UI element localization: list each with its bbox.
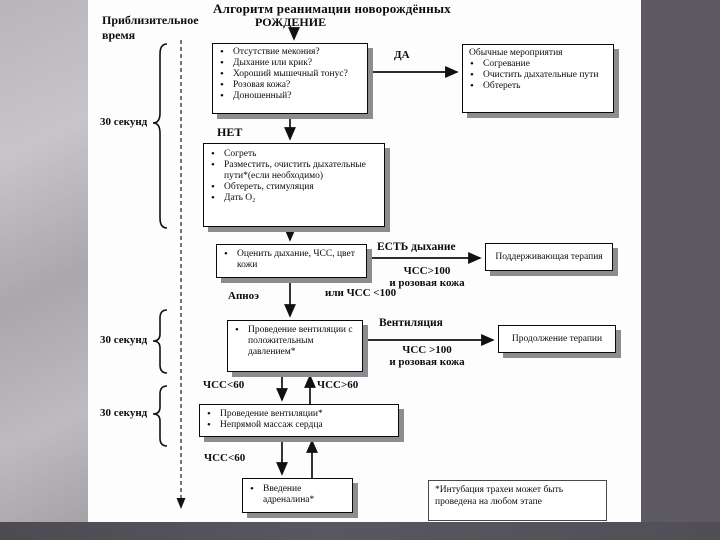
list-item: Непрямой массаж сердца xyxy=(204,420,394,431)
time-bracket-label-1: 30 секунд xyxy=(100,116,148,128)
ppv-box: Проведение вентиляции с положительным да… xyxy=(227,320,363,372)
list-item: Розовая кожа? xyxy=(217,80,363,91)
hr-gt100-mid-label: ЧСС >100 xyxy=(402,344,452,356)
hr-lt60-upper-label: ЧСС<60 xyxy=(203,379,245,391)
assessment-list: Отсутствие мекония? Дыхание или крик? Хо… xyxy=(217,47,363,102)
footnote-box: *Интубация трахеи может быть проведена н… xyxy=(428,480,607,521)
evaluate-box: Оценить дыхание, ЧСС, цвет кожи xyxy=(216,244,367,278)
list-item: Проведение вентиляции с положительным да… xyxy=(232,325,358,358)
supportive-care-box: Поддерживающая терапия xyxy=(485,243,613,271)
list-item: Разместить, очистить дыхательные пути*(е… xyxy=(208,160,380,182)
birth-label: РОЖДЕНИЕ xyxy=(255,15,327,29)
yes-label: ДА xyxy=(394,49,410,61)
time-bracket-label-2: 30 секунд xyxy=(100,334,148,346)
list-item: Обтереть, стимуляция xyxy=(208,182,380,193)
assessment-box: Отсутствие мекония? Дыхание или крик? Хо… xyxy=(212,43,368,114)
flowchart-connectors xyxy=(152,27,495,509)
background-left-panel xyxy=(0,0,88,522)
hr-lt60-lower-label: ЧСС<60 xyxy=(204,452,246,464)
has-breathing-label: ЕСТЬ дыхание xyxy=(377,241,456,253)
or-hr-lt100-label: или ЧСС <100 xyxy=(325,287,397,299)
initial-steps-list: Согреть Разместить, очистить дыхательные… xyxy=(208,149,380,204)
adrenaline-list: Введение адреналина* xyxy=(247,484,348,506)
pink-skin-top-label: и розовая кожа xyxy=(389,277,465,289)
apnea-label: Апноэ xyxy=(228,290,260,302)
time-brace-3 xyxy=(152,385,168,447)
compressions-list: Проведение вентиляции* Непрямой массаж с… xyxy=(204,409,394,431)
continued-care-box: Продолжение терапии xyxy=(498,325,616,353)
hr-gt60-label: ЧСС>60 xyxy=(317,379,359,391)
list-item: Дать О₂ xyxy=(208,193,380,204)
ventilation-label: Вентиляция xyxy=(379,317,443,329)
background-right-panel xyxy=(641,0,720,522)
compressions-box: Проведение вентиляции* Непрямой массаж с… xyxy=(199,404,399,437)
ppv-list: Проведение вентиляции с положительным да… xyxy=(232,325,358,358)
list-item: Проведение вентиляции* xyxy=(204,409,394,420)
list-item: Оценить дыхание, ЧСС, цвет кожи xyxy=(221,249,362,271)
adrenaline-box: Введение адреналина* xyxy=(242,478,353,513)
list-item: Отсутствие мекония? xyxy=(217,47,363,58)
list-item: Введение адреналина* xyxy=(247,484,348,506)
list-item: Доношенный? xyxy=(217,91,363,102)
list-item: Согреть xyxy=(208,149,380,160)
list-item: Очистить дыхательные пути xyxy=(467,70,609,81)
routine-care-header: Обычные мероприятия xyxy=(469,48,563,58)
footnote-text: *Интубация трахеи может быть проведена н… xyxy=(435,485,564,507)
list-item: Обтереть xyxy=(467,81,609,92)
routine-care-box: Обычные мероприятия Согревание Очистить … xyxy=(462,44,614,113)
supportive-care-text: Поддерживающая терапия xyxy=(495,251,603,262)
slide-title: Алгоритм реанимации новорождённых xyxy=(213,1,451,16)
approx-time-label: Приблизительное время xyxy=(102,13,199,42)
background-bottom-bar xyxy=(0,522,720,540)
no-label: НЕТ xyxy=(217,125,243,139)
evaluate-list: Оценить дыхание, ЧСС, цвет кожи xyxy=(221,249,362,271)
list-item: Хороший мышечный тонус? xyxy=(217,69,363,80)
time-brace-1 xyxy=(152,43,168,229)
time-bracket-label-3: 30 секунд xyxy=(100,407,148,419)
list-item: Дыхание или крик? xyxy=(217,58,363,69)
timeline-dashed-line xyxy=(176,40,186,509)
hr-gt100-top-label: ЧСС>100 xyxy=(403,265,451,277)
list-item: Согревание xyxy=(467,59,609,70)
pink-skin-mid-label: и розовая кожа xyxy=(389,356,465,368)
time-brace-2 xyxy=(152,309,168,374)
continued-care-text: Продолжение терапии xyxy=(511,333,603,344)
flowchart-slide: Алгоритм реанимации новорождённых Прибли… xyxy=(88,0,641,522)
routine-care-list: Согревание Очистить дыхательные пути Обт… xyxy=(467,59,609,92)
initial-steps-box: Согреть Разместить, очистить дыхательные… xyxy=(203,143,385,227)
